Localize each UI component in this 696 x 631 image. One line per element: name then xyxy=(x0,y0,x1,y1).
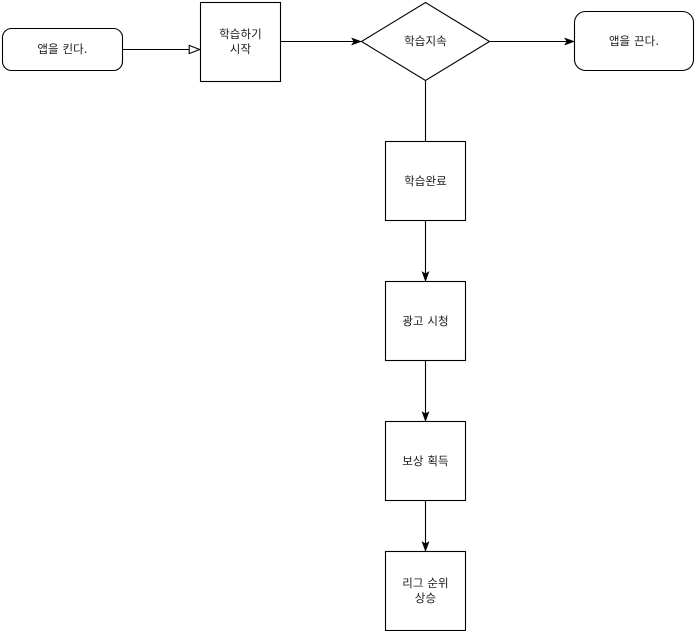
node-app-on[interactable] xyxy=(1,27,124,72)
node-get-reward[interactable] xyxy=(384,420,467,502)
node-league-rank-up[interactable] xyxy=(384,550,467,631)
node-watch-ad[interactable] xyxy=(384,280,467,362)
node-app-off[interactable] xyxy=(573,10,695,72)
node-start-study[interactable] xyxy=(199,1,282,83)
node-continue-study[interactable] xyxy=(360,1,491,82)
node-study-complete[interactable] xyxy=(384,140,467,222)
